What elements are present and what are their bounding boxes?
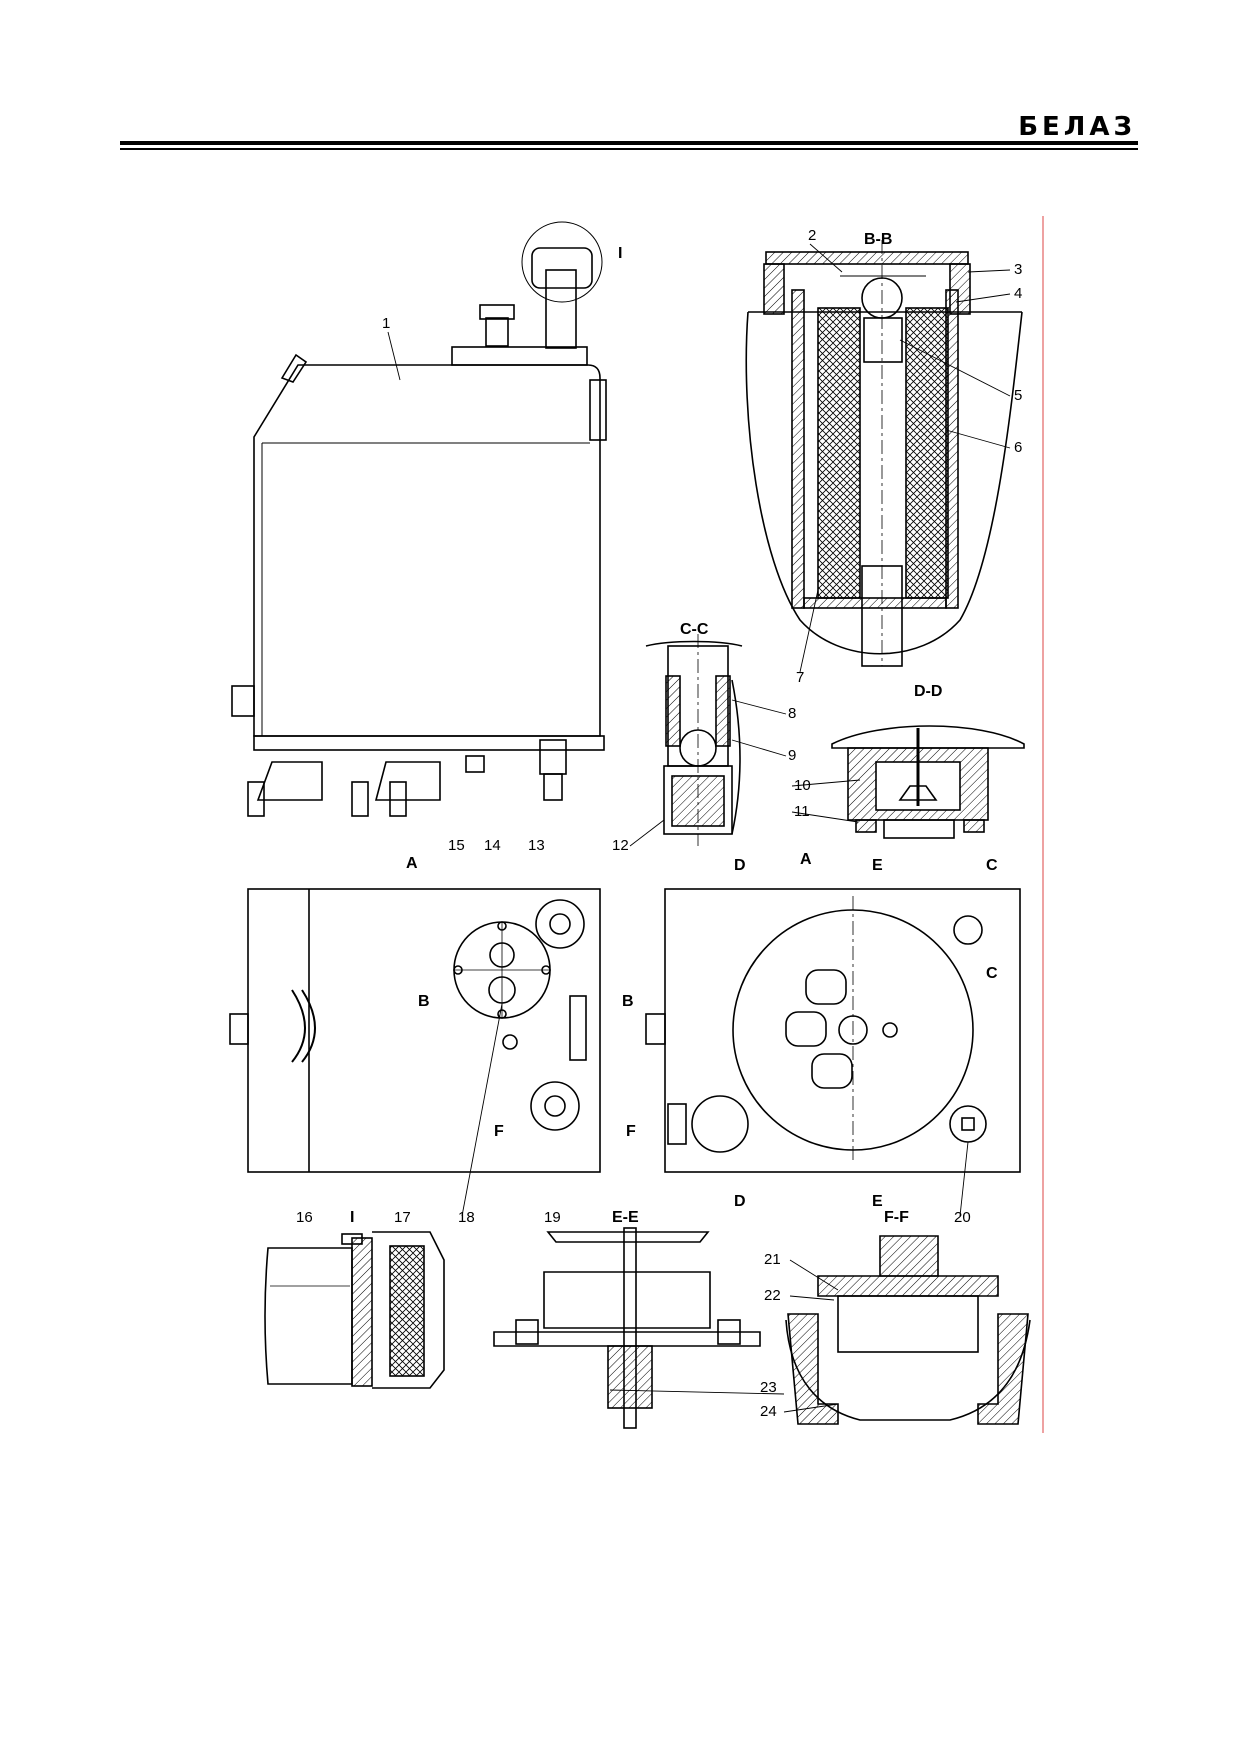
title-c-c: C-C <box>680 621 709 638</box>
header-rule-thick <box>120 141 1138 145</box>
cut-letters: A B B C C D D E E F F <box>406 855 998 1210</box>
callout-15: 15 <box>448 837 465 854</box>
callout-20: 20 <box>954 1209 971 1226</box>
cut-d-bottom: D <box>734 1193 746 1210</box>
title-detail-i-top: I <box>618 245 622 262</box>
title-f-f: F-F <box>884 1209 909 1226</box>
callout-6: 6 <box>1014 439 1022 456</box>
callout-13: 13 <box>528 837 545 854</box>
cut-f-right: F <box>626 1123 636 1140</box>
header-rule-thin <box>120 148 1138 150</box>
callout-22: 22 <box>764 1287 781 1304</box>
cut-f-left: F <box>494 1123 504 1140</box>
callout-8: 8 <box>788 705 796 722</box>
callout-9: 9 <box>788 747 796 764</box>
leader-lines <box>387 243 1011 1413</box>
callout-5: 5 <box>1014 387 1022 404</box>
callout-1: 1 <box>382 315 390 332</box>
callout-2: 2 <box>808 227 816 244</box>
section-e-e <box>493 1227 761 1429</box>
title-d-d: D-D <box>914 683 942 700</box>
section-f-f <box>785 1235 1031 1425</box>
tank-view-a <box>645 888 1021 1173</box>
section-d-d <box>831 725 1025 839</box>
cut-c-top: C <box>986 857 998 874</box>
callout-14: 14 <box>484 837 501 854</box>
callout-7: 7 <box>796 669 804 686</box>
callout-16: 16 <box>296 1209 313 1226</box>
title-view-a: A <box>800 851 812 868</box>
section-titles: B-B C-C D-D E-E F-F A I I <box>350 231 942 1226</box>
title-b-b: B-B <box>864 231 892 248</box>
cut-a: A <box>406 855 418 872</box>
section-c-c <box>645 634 743 846</box>
section-b-b <box>745 240 1023 667</box>
tank-side-view <box>231 221 607 817</box>
tank-plan-view <box>229 888 601 1173</box>
cut-b-left: B <box>418 993 430 1010</box>
title-detail-i: I <box>350 1209 354 1226</box>
title-e-e: E-E <box>612 1209 639 1226</box>
callout-21: 21 <box>764 1251 781 1268</box>
callout-23: 23 <box>760 1379 777 1396</box>
belaz-logo: БЕЛАЗ <box>1018 112 1136 142</box>
callout-11: 11 <box>794 803 810 820</box>
cut-d-top: D <box>734 857 746 874</box>
callout-17: 17 <box>394 1209 411 1226</box>
callout-3: 3 <box>1014 261 1022 278</box>
cut-e-top: E <box>872 857 883 874</box>
cut-c-right: C <box>986 965 998 982</box>
callout-19: 19 <box>544 1209 561 1226</box>
callout-18: 18 <box>458 1209 475 1226</box>
callouts: 1 2 3 4 5 6 7 8 9 10 11 12 13 14 15 16 1… <box>296 227 1022 1420</box>
callout-12: 12 <box>612 837 629 854</box>
cut-e-bottom: E <box>872 1193 883 1210</box>
detail-i <box>264 1231 445 1389</box>
cut-b-right: B <box>622 993 634 1010</box>
callout-4: 4 <box>1014 285 1022 302</box>
callout-24: 24 <box>760 1403 777 1420</box>
